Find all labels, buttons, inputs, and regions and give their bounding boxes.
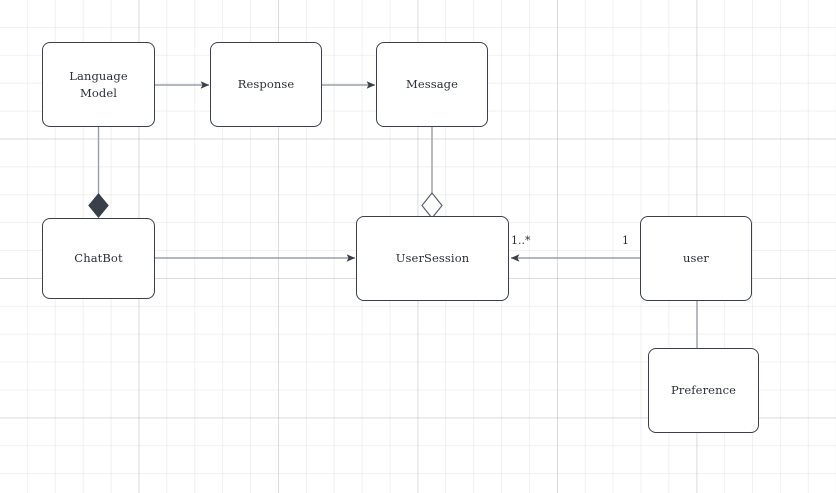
node-usersession-label: UserSession: [395, 251, 470, 266]
node-language-model[interactable]: Language Model: [42, 42, 155, 127]
edge-language-model-to-chatbot: [88, 127, 109, 218]
node-user[interactable]: user: [640, 216, 752, 301]
node-message[interactable]: Message: [376, 42, 488, 127]
node-response-label: Response: [237, 77, 295, 92]
node-preference[interactable]: Preference: [648, 348, 759, 433]
composition-diamond-icon: [88, 193, 109, 218]
node-usersession[interactable]: UserSession: [356, 216, 509, 301]
node-language-model-label: Language Model: [69, 68, 128, 100]
multiplicity-label-user-end: 1: [622, 234, 629, 247]
node-chatbot-label: ChatBot: [74, 251, 123, 266]
node-preference-label: Preference: [670, 383, 737, 398]
edge-message-to-usersession: [421, 127, 443, 219]
node-message-label: Message: [405, 77, 459, 92]
node-user-label: user: [682, 251, 709, 266]
node-chatbot[interactable]: ChatBot: [42, 218, 155, 299]
multiplicity-label-usersession-end: 1..*: [511, 234, 531, 247]
aggregation-diamond-icon: [421, 192, 443, 219]
node-response[interactable]: Response: [210, 42, 322, 127]
